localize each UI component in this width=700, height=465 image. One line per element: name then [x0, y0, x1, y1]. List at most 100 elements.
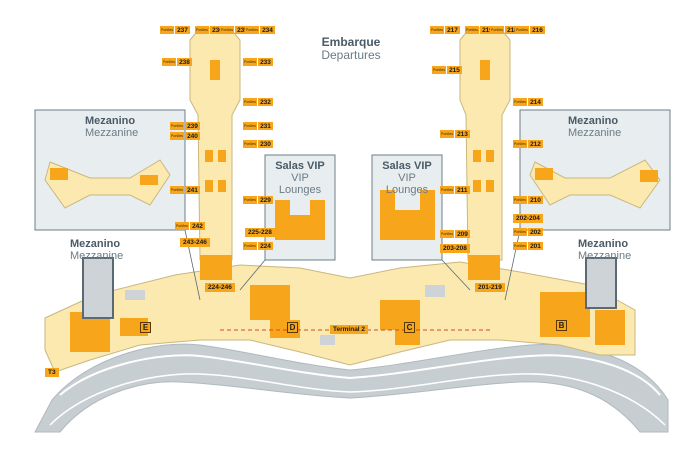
right-vip-secondary: VIP Lounges [385, 172, 429, 197]
right-small-mezzanine-title: Mezanino Mezzanine [578, 238, 632, 263]
right-mezzanine-shape [529, 159, 661, 209]
gate-prefix: Portões [465, 26, 480, 34]
gate-prefix: Portões [243, 196, 258, 204]
zone-c-marker: C [404, 322, 415, 333]
left-mezzanine-secondary: Mezzanine [85, 127, 139, 140]
zone-b-marker: B [556, 320, 567, 331]
right-vip-shape [380, 190, 435, 240]
zone-e-marker: E [140, 322, 151, 333]
right-mezzanine-primary: Mezanino [568, 115, 619, 127]
right-vip-title: Salas VIP VIP Lounges [377, 160, 437, 196]
gate-number: 241 [185, 186, 200, 194]
gate-prefix: Portões [513, 98, 528, 106]
gate-number: 238 [177, 58, 192, 66]
gate-range-243-246: 243-246 [180, 238, 210, 247]
left-mezzanine-orange-2 [140, 175, 158, 185]
gate-prefix: Portões [243, 98, 258, 106]
gate-prefix: Portões [220, 26, 235, 34]
gate-number: 230 [258, 140, 273, 148]
gate-prefix: Portões [243, 140, 258, 148]
right-mezzanine-orange-1 [535, 168, 553, 180]
gate-prefix: Portões [440, 230, 455, 238]
gate-prefix: Portões [513, 196, 528, 204]
terminal-2-label: Terminal 2 [330, 325, 369, 334]
right-vip-primary: Salas VIP [382, 160, 432, 172]
gate-number: 202 [528, 228, 543, 236]
grey-block-2 [425, 285, 445, 297]
left-mezzanine-orange-1 [50, 168, 68, 180]
gate-number: 201 [528, 242, 543, 250]
gate-prefix: Portões [432, 66, 447, 74]
right-pier-block-3 [486, 150, 494, 162]
left-pier-block-2 [205, 150, 213, 162]
right-mezzanine-title: Mezanino Mezzanine [568, 115, 621, 139]
zone-d-marker: D [287, 322, 298, 333]
gate-number: 242 [190, 222, 205, 230]
gate-range-201-219: 201-219 [475, 283, 505, 292]
gate-number: 236 [210, 26, 225, 34]
gate-number: 235 [235, 26, 250, 34]
gate-number: 233 [258, 58, 273, 66]
gate-number: 232 [258, 98, 273, 106]
gate-prefix: Portões [243, 242, 258, 250]
left-pier-block-3 [218, 150, 226, 162]
left-vip-link [239, 259, 266, 291]
left-pier-block-1 [210, 60, 220, 80]
gate-range-224-246: 224-246 [205, 283, 235, 292]
gate-prefix: Portões [170, 186, 185, 194]
right-mezzanine-link [504, 229, 521, 301]
gate-number: 209 [455, 230, 470, 238]
right-pier-base [468, 255, 500, 280]
left-vip-title: Salas VIP VIP Lounges [270, 160, 330, 196]
left-pier-block-5 [218, 180, 226, 192]
right-pier-block-2 [473, 150, 481, 162]
left-vip-primary: Salas VIP [275, 160, 325, 172]
gate-prefix: Portões [430, 26, 445, 34]
right-mezzanine-orange-2 [640, 170, 658, 182]
left-small-mezzanine-primary: Mezanino [70, 238, 121, 250]
area-b2 [595, 310, 625, 345]
gate-prefix: Portões [440, 186, 455, 194]
gate-number: 212 [528, 140, 543, 148]
gate-number: 224 [258, 242, 273, 250]
gate-number: 237 [175, 26, 190, 34]
right-pier-block-4 [473, 180, 481, 192]
right-small-mezzanine [585, 257, 617, 309]
gate-range-203-208: 203-208 [440, 244, 470, 253]
gate-prefix: Portões [170, 122, 185, 130]
gate-prefix: Portões [513, 228, 528, 236]
gate-number: 218 [505, 26, 520, 34]
gate-number: 214 [528, 98, 543, 106]
gate-number: 229 [258, 196, 273, 204]
right-small-mezzanine-secondary: Mezzanine [578, 250, 632, 263]
gate-number: 217 [445, 26, 460, 34]
gate-number: 240 [185, 132, 200, 140]
terminal-3-label: T3 [45, 368, 59, 377]
gate-prefix: Portões [513, 140, 528, 148]
right-pier-block-1 [480, 60, 490, 80]
gate-number: 219 [480, 26, 495, 34]
gate-prefix: Portões [195, 26, 210, 34]
left-small-mezzanine-title: Mezanino Mezzanine [70, 238, 123, 262]
road [34, 343, 669, 433]
road-inner [59, 354, 661, 396]
gate-range-202-204: 202-204 [513, 214, 543, 223]
gate-number: 239 [185, 122, 200, 130]
